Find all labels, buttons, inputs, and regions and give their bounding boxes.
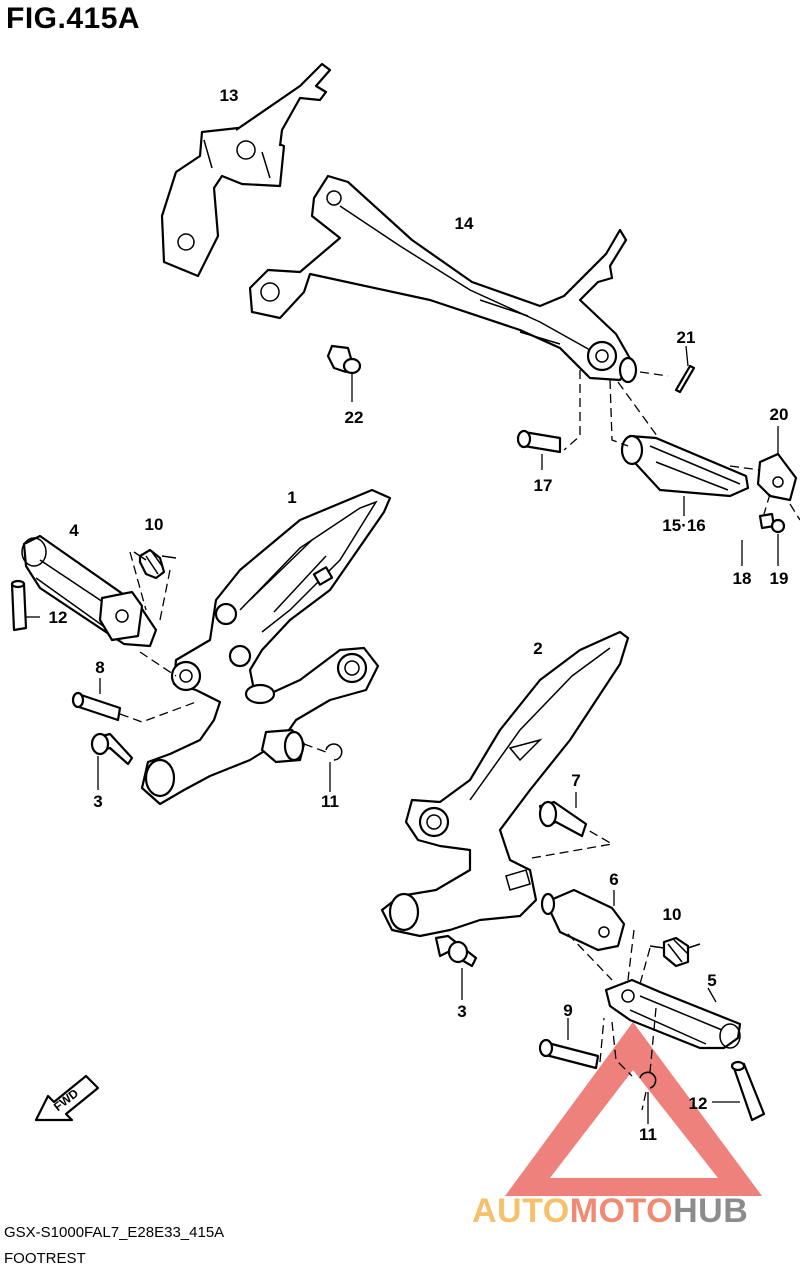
callout-11-left: 11 — [321, 792, 339, 811]
callout-11-right: 11 — [639, 1125, 657, 1144]
fwd-arrow-badge: FWD — [34, 1074, 100, 1122]
part-22-bolt — [326, 344, 362, 402]
part-12-rubber-right — [712, 1060, 766, 1122]
part-10-spring-left — [133, 548, 177, 580]
part-6-footpeg-mount — [540, 888, 626, 952]
model-code: GSX-S1000FAL7_E28E33_415A — [4, 1224, 225, 1241]
part-12-rubber-left — [10, 579, 40, 632]
callout-1: 1 — [287, 488, 296, 507]
watermark-triangle — [505, 1022, 762, 1196]
part-9-pin — [538, 1018, 600, 1070]
watermark-auto: AUTO — [472, 1192, 570, 1230]
part-11-clip-right — [639, 1071, 657, 1124]
assembly-lines-passenger — [563, 370, 800, 521]
callout-21: 21 — [677, 328, 696, 347]
callout-5: 5 — [707, 971, 716, 990]
group-name: FOOTREST — [4, 1250, 86, 1267]
callout-14: 14 — [455, 214, 474, 233]
part-15-16-passenger-footpeg — [620, 434, 750, 516]
part-13-bracket-cover — [160, 62, 332, 278]
watermark-logo: AUTOMOTOHUB — [472, 1192, 748, 1231]
callout-2: 2 — [533, 639, 542, 658]
assembly-lines-left — [119, 551, 327, 753]
part-3-bolt-left — [90, 732, 134, 790]
part-4-footpeg-left — [21, 534, 158, 648]
callout-6: 6 — [609, 870, 618, 889]
callout-18: 18 — [733, 569, 752, 588]
part-1-rider-bracket-left — [140, 488, 392, 806]
callout-12-right: 12 — [689, 1094, 708, 1113]
part-3-bolt-right — [434, 934, 478, 1000]
part-19-ball — [770, 518, 786, 566]
part-8-pin — [71, 678, 122, 722]
part-21-cotter-pin — [674, 345, 696, 394]
part-5-footpeg-right — [604, 978, 742, 1050]
callout-8: 8 — [95, 658, 104, 677]
part-20-plate — [756, 426, 798, 502]
part-18-spring — [741, 512, 776, 566]
watermark-moto: MOTO — [569, 1192, 674, 1230]
figure-title: FIG.415A — [6, 2, 141, 35]
callout-19: 19 — [770, 569, 789, 588]
callout-7: 7 — [571, 771, 580, 790]
callout-15-16: 15·16 — [662, 516, 705, 535]
callout-4: 4 — [69, 521, 79, 540]
callout-12-left: 12 — [49, 608, 68, 627]
watermark-hub: HUB — [673, 1192, 749, 1230]
callout-22: 22 — [345, 408, 364, 427]
callout-10-left: 10 — [145, 515, 164, 534]
callout-20: 20 — [770, 405, 789, 424]
part-14-passenger-bracket — [248, 174, 638, 384]
callout-13: 13 — [220, 86, 239, 105]
callout-3-left: 3 — [93, 792, 102, 811]
callout-9: 9 — [563, 1001, 572, 1020]
part-10-spring-right — [649, 936, 701, 968]
part-11-clip-left — [325, 743, 343, 792]
callout-3-right: 3 — [457, 1002, 466, 1021]
part-2-rider-bracket-right — [380, 630, 630, 938]
part-17-pin — [516, 429, 562, 470]
assembly-lines-right — [531, 829, 657, 1111]
callout-10-right: 10 — [663, 905, 682, 924]
callout-labels: 13 14 21 22 20 17 1 15·16 4 10 18 19 12 … — [49, 86, 789, 1144]
part-7-bolt — [538, 792, 588, 838]
callout-17: 17 — [534, 476, 553, 495]
